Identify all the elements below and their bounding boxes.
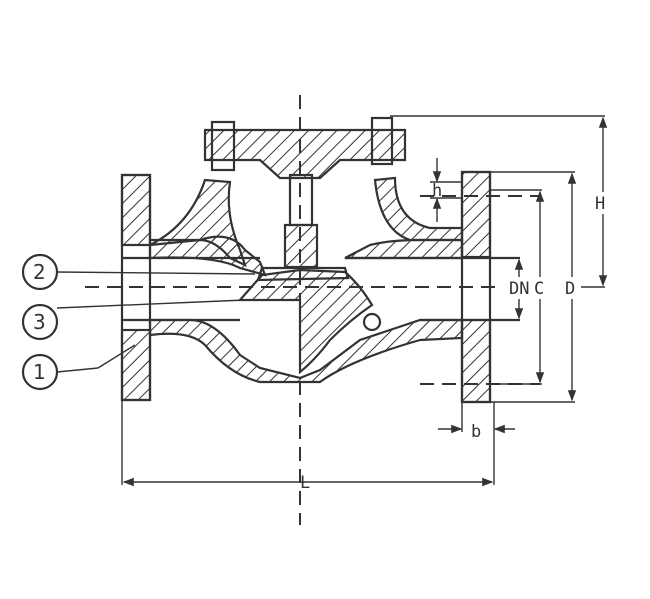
drain-hole: [362, 312, 382, 332]
callout-part-3: 3: [21, 299, 246, 341]
dimension-C: C: [490, 189, 548, 385]
seat: [237, 268, 374, 375]
dimension-H: H: [390, 115, 612, 288]
body-lower-wall: [148, 318, 464, 384]
callout-part-1: 1: [21, 344, 136, 391]
label-L: L: [300, 473, 310, 493]
svg-text:1: 1: [33, 360, 46, 384]
left-flange: [120, 173, 152, 402]
label-h: h: [432, 181, 442, 201]
body-left-neck: [149, 178, 247, 268]
body-right-neck: [373, 176, 464, 242]
stem: [256, 173, 350, 282]
label-D: D: [565, 279, 575, 299]
callout-part-2: 2: [21, 253, 256, 291]
dimension-b: b: [438, 402, 515, 442]
svg-text:3: 3: [33, 310, 46, 334]
label-b: b: [471, 422, 481, 442]
dimension-L: L: [121, 400, 495, 493]
dimension-DN: DN: [508, 258, 532, 320]
bonnet: [203, 116, 407, 180]
svg-text:2: 2: [33, 260, 46, 284]
dimension-D: D: [490, 171, 581, 403]
label-DN: DN: [509, 279, 529, 299]
label-C: C: [534, 279, 544, 299]
right-flange: [460, 170, 492, 404]
dimension-h: h: [430, 158, 462, 222]
label-H: H: [595, 194, 605, 214]
